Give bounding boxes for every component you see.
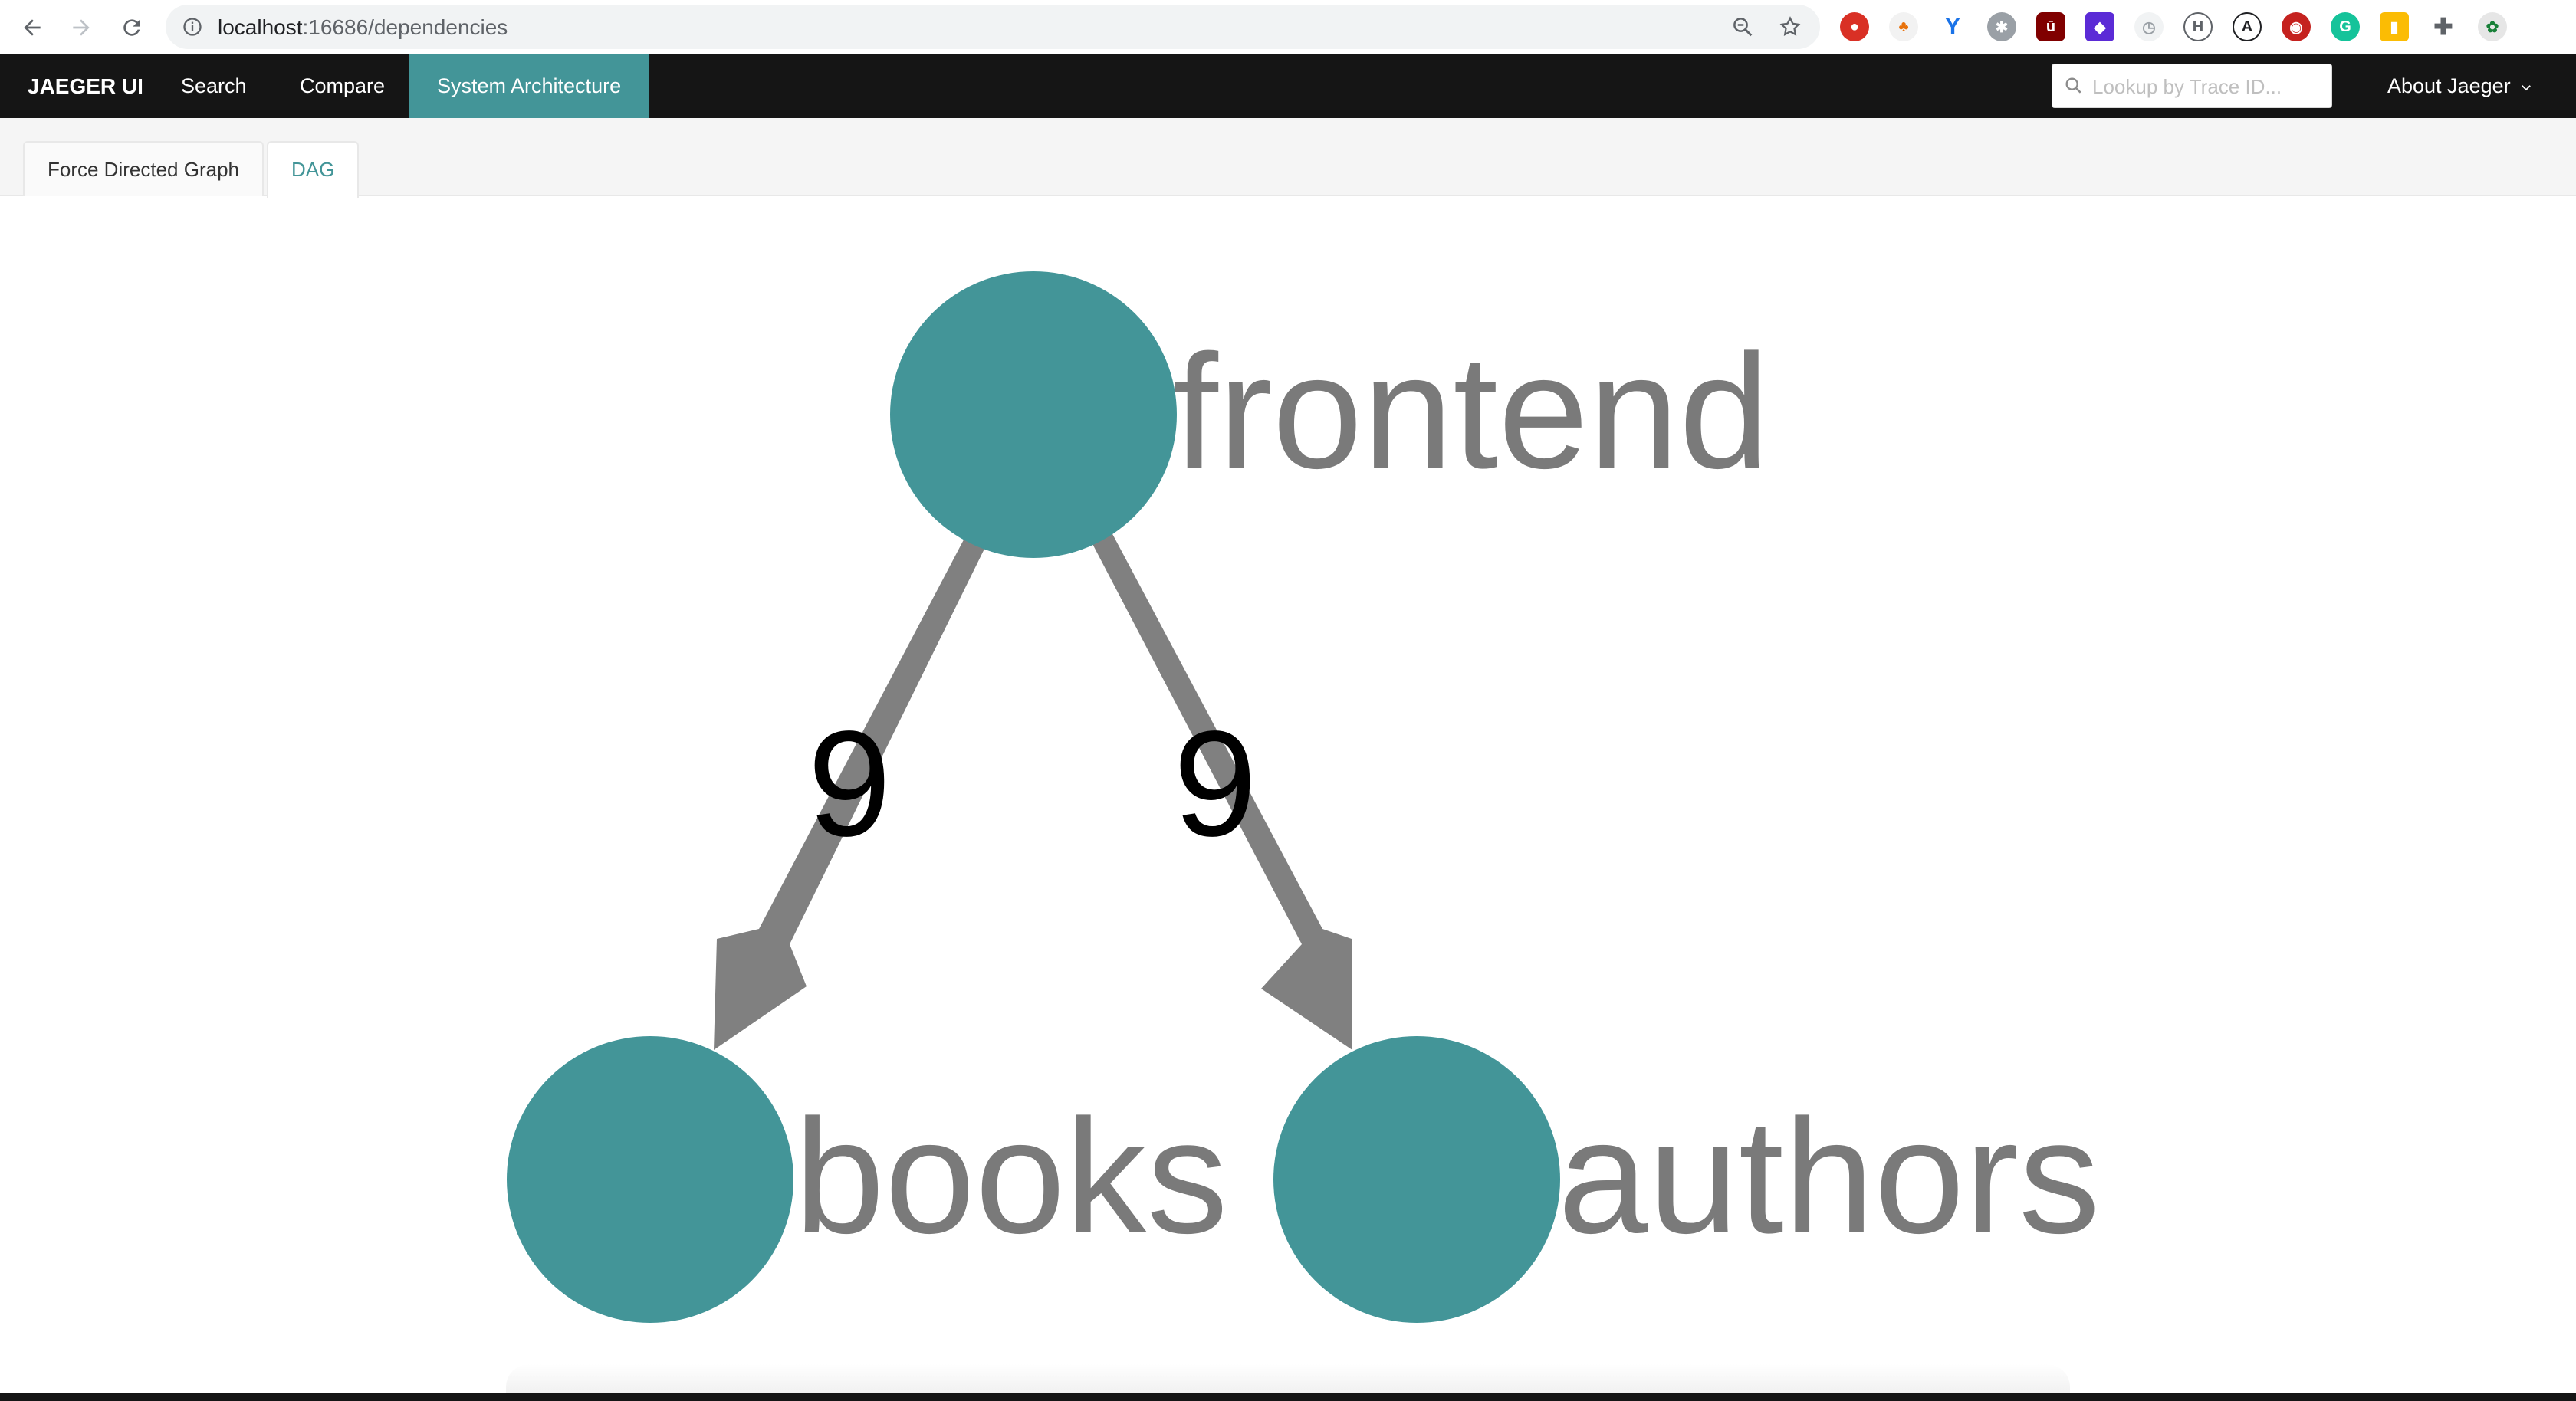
- url-path: :16686/dependencies: [302, 15, 508, 39]
- node-label-frontend: frontend: [1173, 320, 1769, 502]
- nav-compare[interactable]: Compare: [300, 74, 386, 97]
- extension-grammarly-icon[interactable]: G: [2331, 12, 2360, 41]
- bookmark-star-icon[interactable]: [1777, 14, 1803, 40]
- edge-label-frontend-authors: 9: [1173, 700, 1257, 868]
- about-jaeger-label: About Jaeger: [2387, 74, 2511, 97]
- forward-button[interactable]: [64, 11, 98, 44]
- tab-dag[interactable]: DAG: [267, 141, 360, 198]
- search-icon: [2065, 77, 2082, 94]
- dag-edges: [714, 530, 1352, 1050]
- about-jaeger-menu[interactable]: About Jaeger: [2387, 54, 2533, 118]
- extension-red-icon[interactable]: ◉: [2282, 12, 2311, 41]
- extension-adblock-icon[interactable]: ●: [1840, 12, 1869, 41]
- node-frontend[interactable]: [890, 271, 1177, 558]
- extension-keep-icon[interactable]: ▮: [2380, 12, 2409, 41]
- extension-stack-icon[interactable]: ◆: [2085, 12, 2114, 41]
- extension-y-icon[interactable]: Y: [1938, 12, 1967, 41]
- reload-button[interactable]: [115, 11, 149, 44]
- address-bar[interactable]: localhost:16686/dependencies: [166, 5, 1820, 49]
- edge-label-frontend-books: 9: [807, 700, 891, 868]
- extension-tree-icon[interactable]: ♣: [1889, 12, 1918, 41]
- url-host: localhost: [218, 15, 303, 39]
- trace-lookup: [2052, 64, 2332, 108]
- node-books[interactable]: [507, 1036, 794, 1323]
- jaeger-top-nav: JAEGER UI Search Compare System Architec…: [0, 54, 2576, 118]
- tab-force-directed-graph[interactable]: Force Directed Graph: [23, 141, 264, 196]
- back-button[interactable]: [15, 11, 49, 44]
- nav-system-architecture[interactable]: System Architecture: [409, 54, 649, 118]
- node-authors[interactable]: [1273, 1036, 1560, 1323]
- chevron-down-icon: [2522, 84, 2532, 91]
- extensions-puzzle-icon[interactable]: ✚: [2429, 12, 2458, 41]
- trace-id-input[interactable]: [2091, 71, 2324, 103]
- nav-search[interactable]: Search: [181, 74, 247, 97]
- extension-ublock-icon[interactable]: ū: [2036, 12, 2065, 41]
- extension-h-icon[interactable]: H: [2183, 12, 2213, 41]
- browser-toolbar: localhost:16686/dependencies ● ♣ Y ✱ ū ◆…: [0, 0, 2576, 55]
- extension-gear-icon[interactable]: ✱: [1987, 12, 2016, 41]
- zoom-icon[interactable]: [1730, 14, 1756, 40]
- site-info-icon[interactable]: [179, 14, 205, 40]
- url-text: localhost:16686/dependencies: [218, 15, 508, 40]
- extension-clock-icon[interactable]: ◷: [2134, 12, 2164, 41]
- brand-link[interactable]: JAEGER UI: [28, 74, 143, 98]
- view-tabs: Force Directed Graph DAG: [0, 118, 2576, 198]
- arrow-left-icon: [24, 19, 41, 36]
- edge-frontend-authors[interactable]: [1090, 530, 1352, 1050]
- arrow-right-icon: [73, 19, 90, 36]
- node-label-authors: authors: [1558, 1085, 2100, 1267]
- reload-icon: [123, 19, 140, 36]
- window-bottom-edge: [0, 1393, 2576, 1401]
- profile-avatar[interactable]: ✿: [2478, 12, 2507, 41]
- node-label-books: books: [794, 1085, 1228, 1267]
- edge-frontend-books[interactable]: [714, 530, 989, 1050]
- dag-nodes: [507, 271, 1560, 1323]
- extension-a-icon[interactable]: A: [2233, 12, 2262, 41]
- dependency-dag: 9 9 frontend books authors: [507, 271, 2100, 1323]
